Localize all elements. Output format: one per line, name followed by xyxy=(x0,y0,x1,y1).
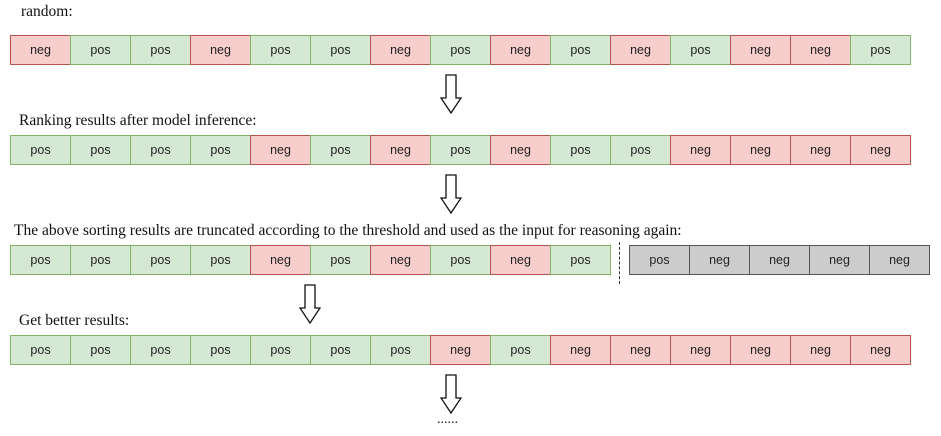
cell-pos: pos xyxy=(610,135,671,165)
cell-pos: pos xyxy=(370,335,431,365)
cell-pos: pos xyxy=(670,35,731,65)
cell-neg: neg xyxy=(730,135,791,165)
down-arrow-icon xyxy=(440,174,462,214)
cell-neg: neg xyxy=(10,35,71,65)
cell-neg: neg xyxy=(670,335,731,365)
cell-pos: pos xyxy=(190,335,251,365)
cell-pos: pos xyxy=(70,245,131,275)
cell-neg: neg xyxy=(370,245,431,275)
cell-neg: neg xyxy=(610,35,671,65)
cell-pos: pos xyxy=(430,135,491,165)
cell-pos: pos xyxy=(70,35,131,65)
cell-neg: neg xyxy=(550,335,611,365)
cell-pos: pos xyxy=(10,135,71,165)
cell-pos: pos xyxy=(850,35,911,65)
cell-neg: neg xyxy=(749,245,810,275)
cell-pos: pos xyxy=(550,135,611,165)
cell-neg: neg xyxy=(809,245,870,275)
cell-neg: neg xyxy=(610,335,671,365)
cell-neg: neg xyxy=(190,35,251,65)
cell-neg: neg xyxy=(730,335,791,365)
cell-neg: neg xyxy=(370,135,431,165)
cell-pos: pos xyxy=(10,245,71,275)
cell-pos: pos xyxy=(190,135,251,165)
cell-pos: pos xyxy=(430,245,491,275)
cell-pos: pos xyxy=(70,335,131,365)
cell-pos: pos xyxy=(130,135,191,165)
cell-pos: pos xyxy=(310,245,371,275)
cell-pos: pos xyxy=(310,35,371,65)
ellipsis: ...... xyxy=(437,412,458,427)
cell-neg: neg xyxy=(670,135,731,165)
cell-neg: neg xyxy=(490,245,551,275)
cell-neg: neg xyxy=(250,135,311,165)
cell-neg: neg xyxy=(730,35,791,65)
cell-pos: pos xyxy=(10,335,71,365)
cell-pos: pos xyxy=(490,335,551,365)
cell-pos: pos xyxy=(250,35,311,65)
down-arrow-icon xyxy=(440,74,462,114)
cell-neg: neg xyxy=(689,245,750,275)
cell-neg: neg xyxy=(850,335,911,365)
cell-neg: neg xyxy=(869,245,930,275)
cell-neg: neg xyxy=(790,135,851,165)
cell-pos: pos xyxy=(130,35,191,65)
down-arrow-icon xyxy=(440,374,462,414)
cell-neg: neg xyxy=(430,335,491,365)
cell-neg: neg xyxy=(250,245,311,275)
label-better: Get better results: xyxy=(19,312,130,329)
cell-pos: pos xyxy=(130,245,191,275)
threshold-divider xyxy=(619,242,620,284)
label-ranking: Ranking results after model inference: xyxy=(19,112,257,129)
cell-pos: pos xyxy=(550,35,611,65)
cell-pos: pos xyxy=(310,135,371,165)
cell-neg: neg xyxy=(790,335,851,365)
label-truncated: The above sorting results are truncated … xyxy=(14,222,682,239)
cell-pos: pos xyxy=(190,245,251,275)
cell-pos: pos xyxy=(430,35,491,65)
cell-pos: pos xyxy=(250,335,311,365)
cell-pos: pos xyxy=(130,335,191,365)
cell-neg: neg xyxy=(490,35,551,65)
cell-pos: pos xyxy=(70,135,131,165)
cell-neg: neg xyxy=(370,35,431,65)
cell-neg: neg xyxy=(850,135,911,165)
cell-pos: pos xyxy=(310,335,371,365)
cell-neg: neg xyxy=(490,135,551,165)
cell-neg: neg xyxy=(790,35,851,65)
down-arrow-icon xyxy=(299,284,321,324)
cell-pos: pos xyxy=(629,245,690,275)
cell-pos: pos xyxy=(550,245,611,275)
label-random: random: xyxy=(21,3,73,20)
